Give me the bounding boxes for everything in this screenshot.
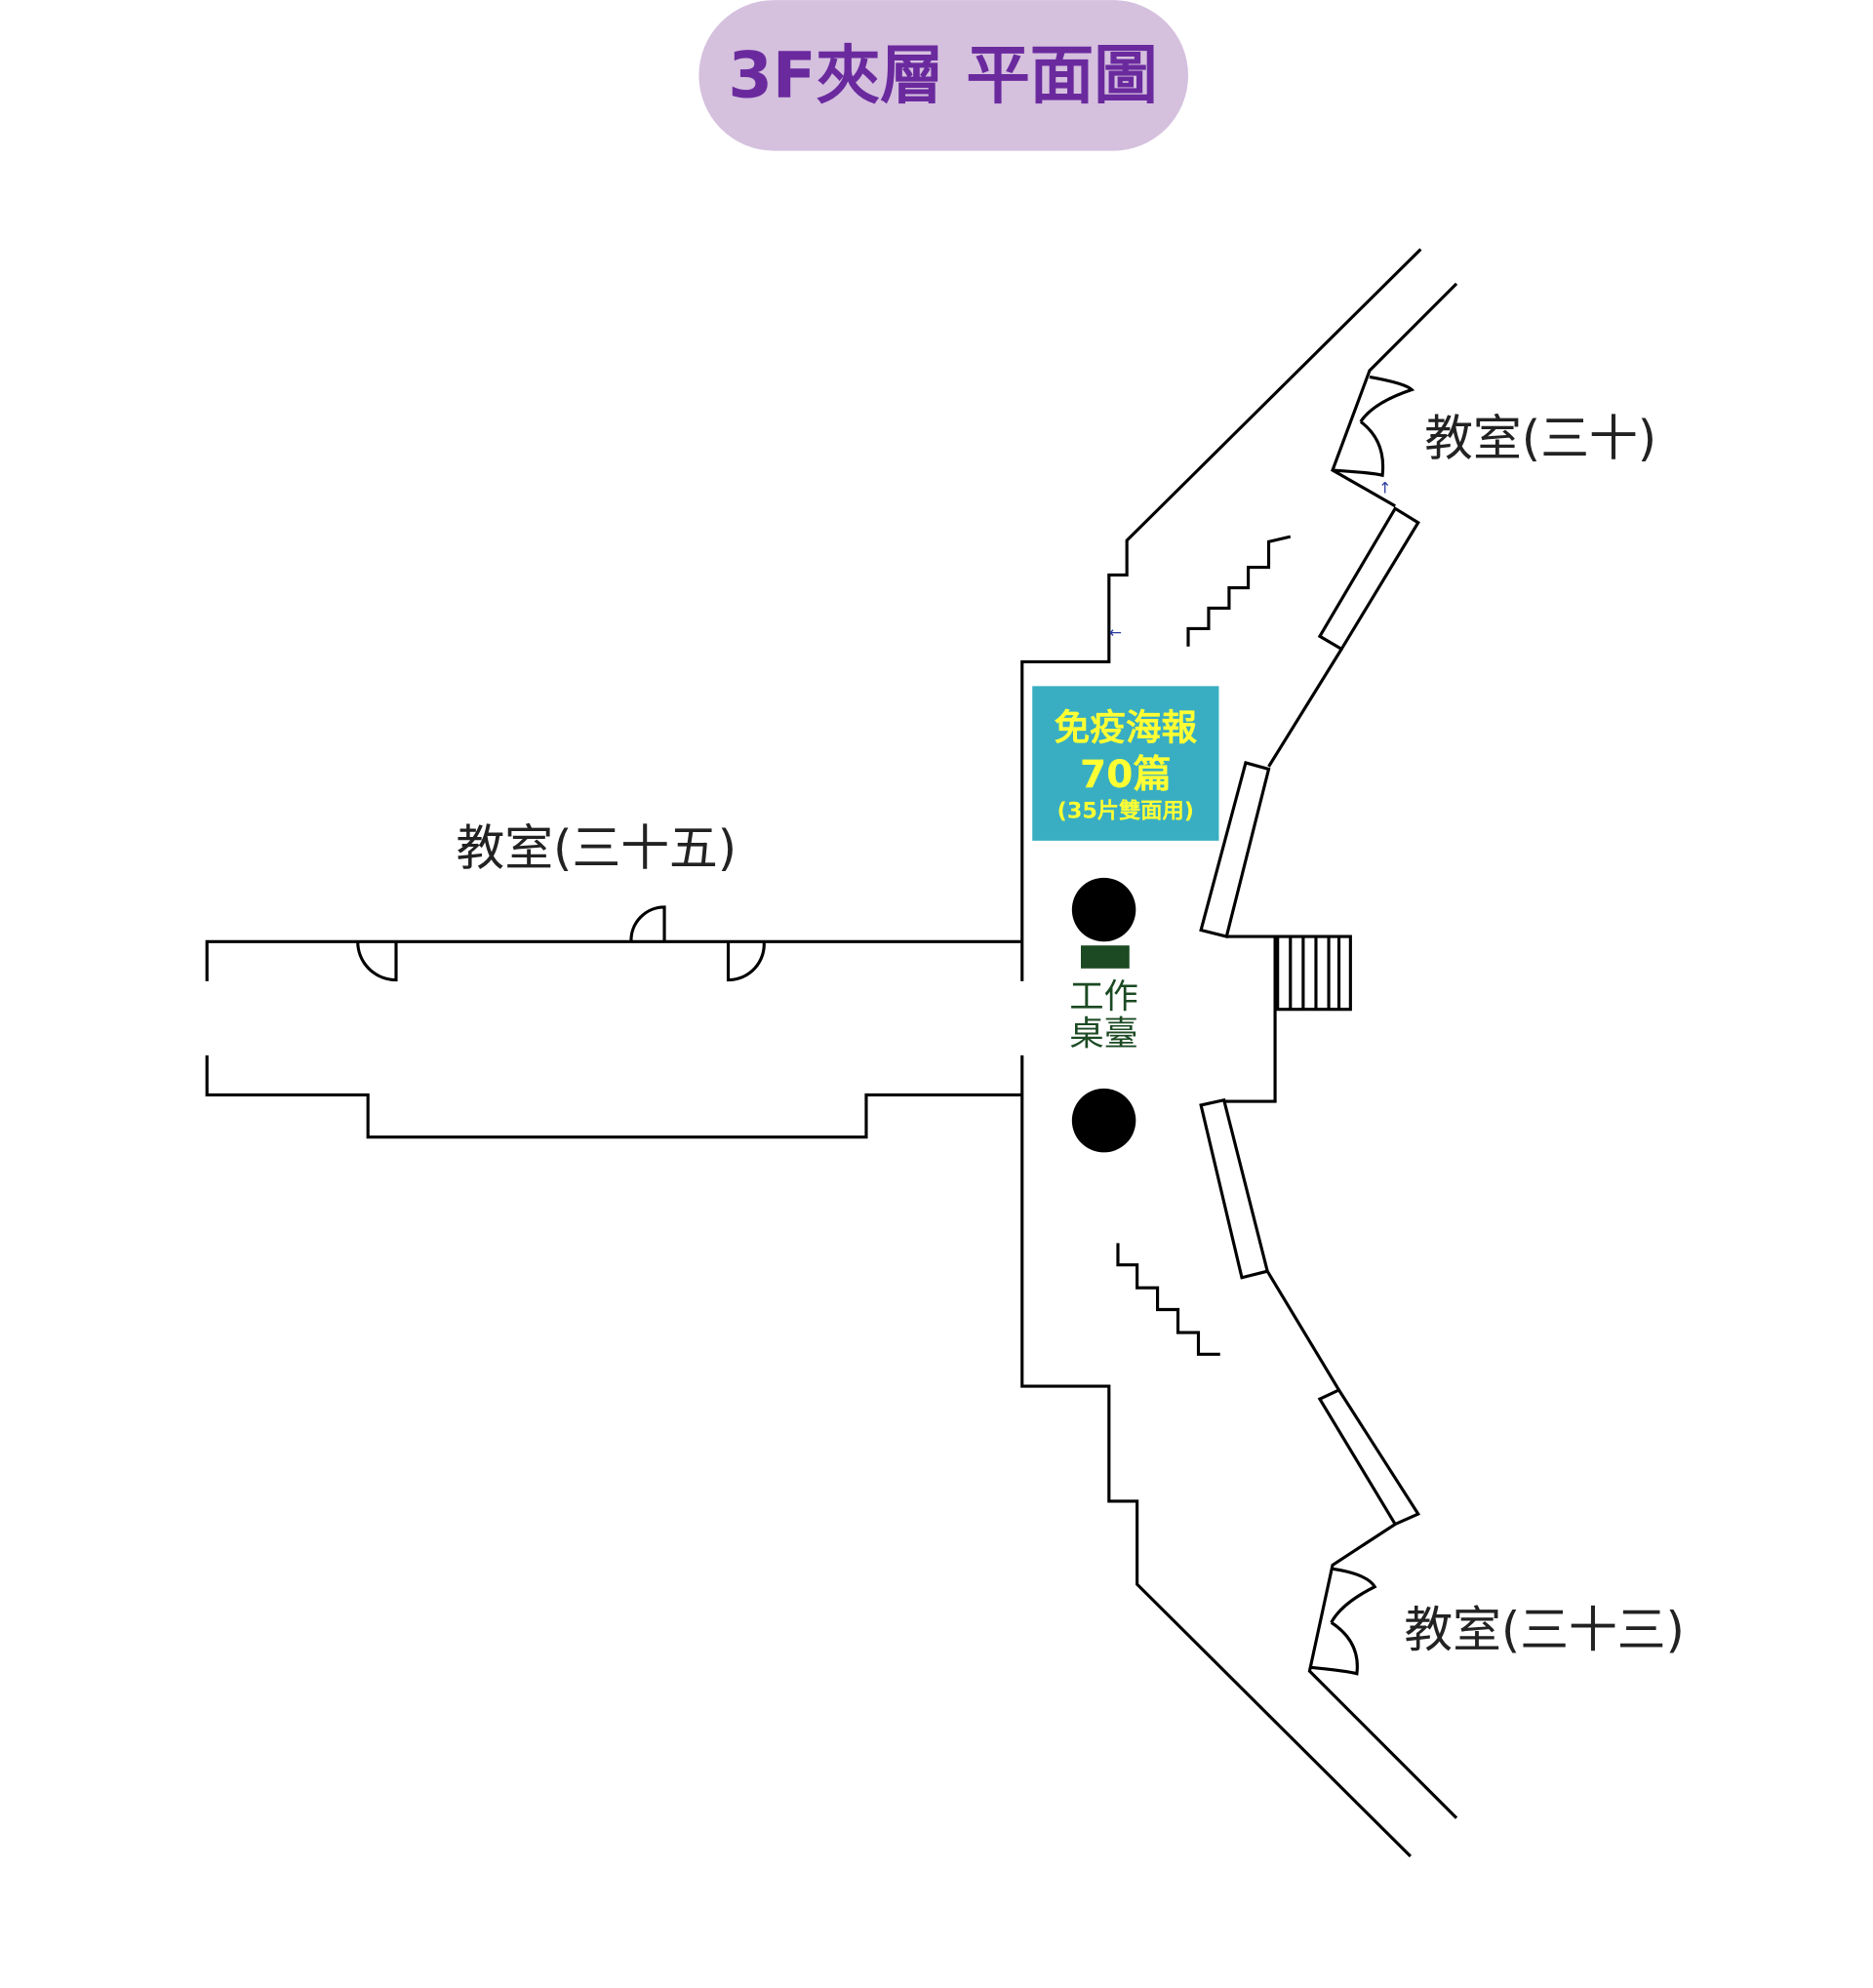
column (1071, 877, 1136, 942)
window (1317, 1387, 1421, 1527)
door-icon (629, 905, 666, 942)
poster-note: (35片雙面用) (1057, 797, 1194, 823)
poster-count: 70篇 (1080, 753, 1172, 797)
window (1317, 506, 1420, 652)
left-corridor-wall-bottom (205, 1054, 1022, 1139)
door-icon (1309, 1567, 1377, 1676)
window (1199, 761, 1271, 938)
column (1071, 1088, 1136, 1153)
door-icon (1332, 375, 1415, 478)
room-label-33: 教室(三十三) (1404, 1602, 1685, 1658)
room-label-30: 教室(三十) (1424, 410, 1656, 466)
stairs-bottom (1116, 1243, 1220, 1356)
arrow-left-icon: ← (1109, 623, 1122, 642)
hall-wall-left (1020, 248, 1422, 981)
hall-wall-right (1223, 282, 1458, 1819)
arrow-up-icon: ↑ (1378, 479, 1391, 497)
desk-label-line1: 工作 (1069, 976, 1138, 1016)
page-title: 3F夾層 平面圖 (728, 39, 1157, 113)
poster-title: 免疫海報 (1055, 706, 1198, 748)
door-icon (726, 941, 766, 982)
window (1199, 1097, 1270, 1280)
work-desk (1080, 945, 1130, 969)
stairs-right (1276, 934, 1352, 1012)
room-label-35: 教室(三十五) (457, 820, 737, 877)
desk-label-line2: 桌臺 (1069, 1014, 1138, 1054)
door-icon (356, 941, 398, 982)
left-corridor-wall-top (205, 939, 1022, 981)
title-badge: 3F夾層 平面圖 (698, 0, 1189, 151)
stairs-top (1186, 535, 1292, 647)
hall-wall-left-lower (1020, 1054, 1413, 1858)
poster-board: 免疫海報 70篇 (35片雙面用) (1032, 686, 1219, 841)
